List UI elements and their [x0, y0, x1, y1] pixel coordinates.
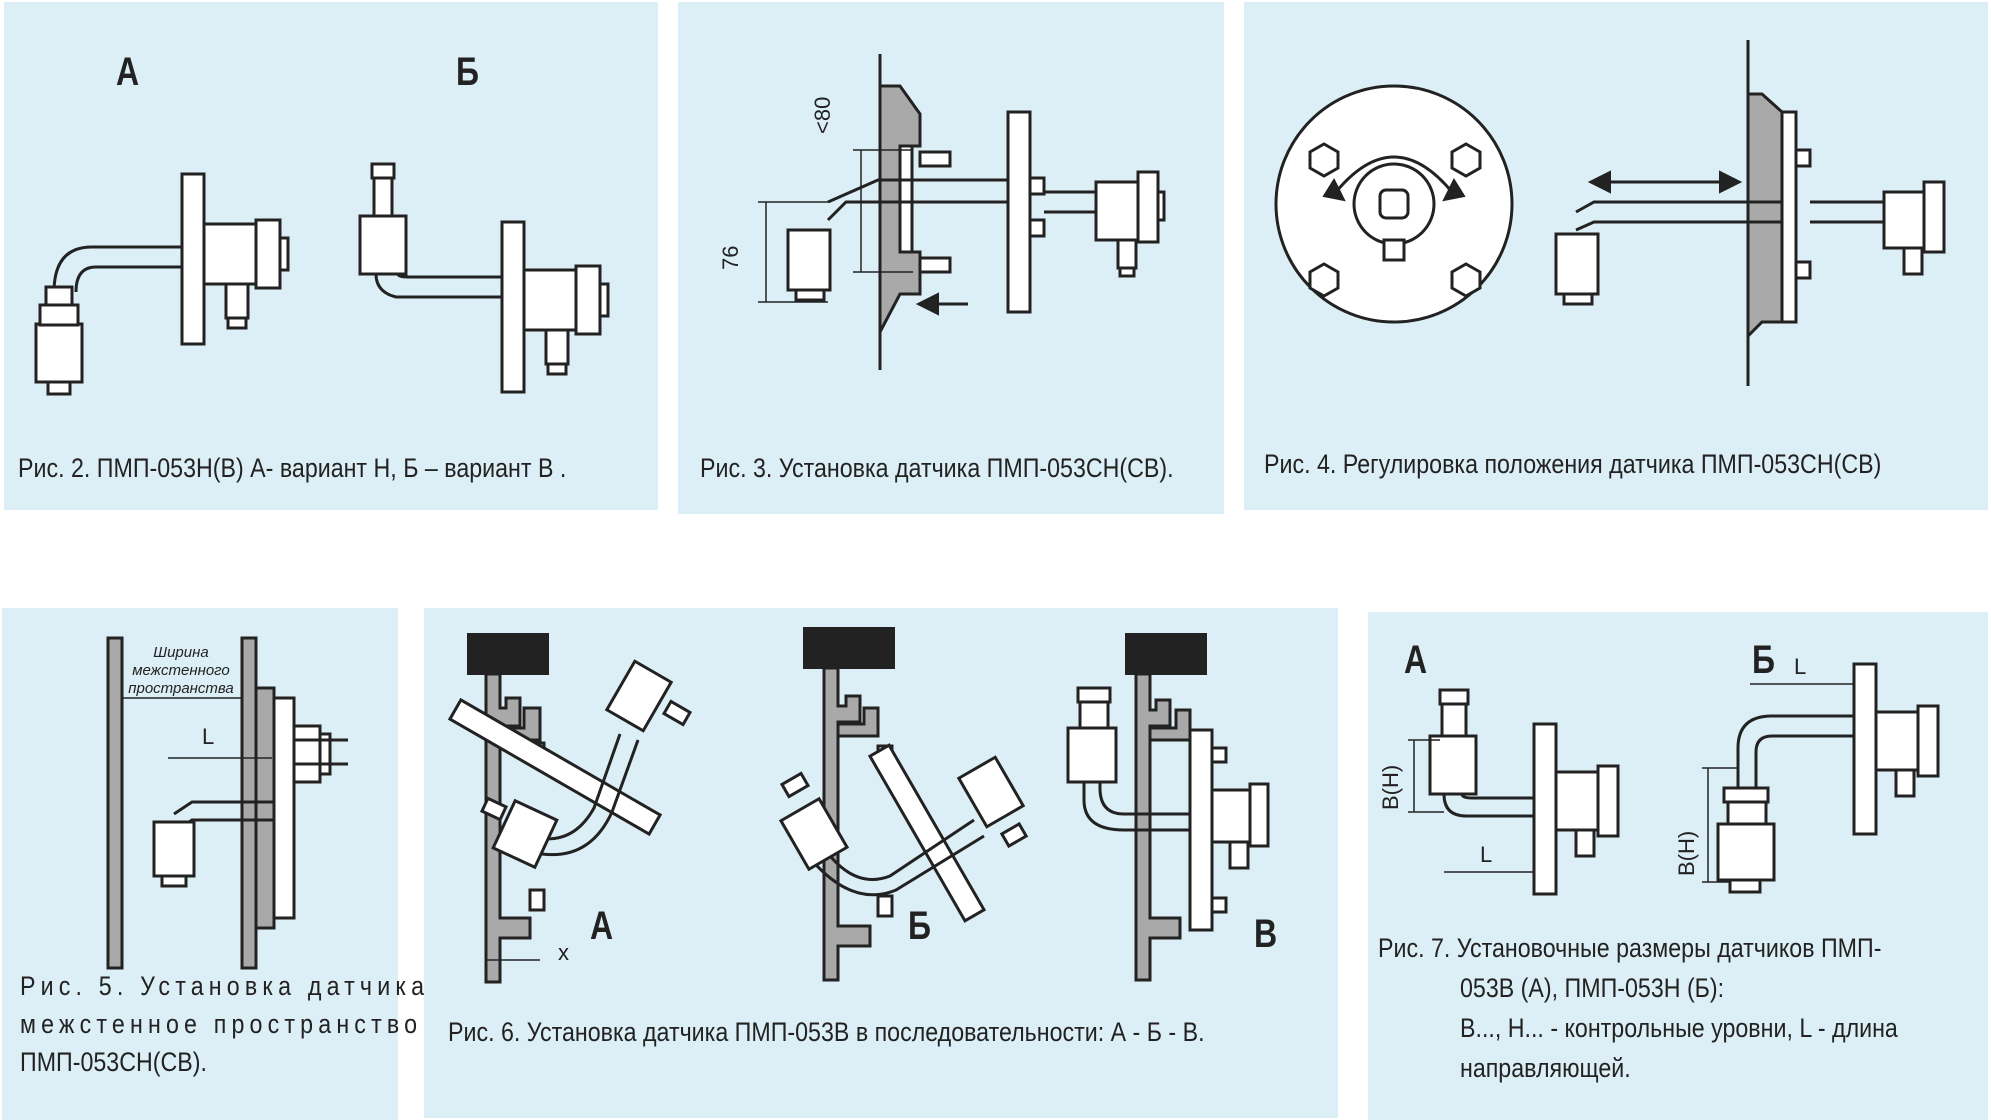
fig6-drawing	[447, 627, 1270, 984]
fig2-label-a: А	[116, 50, 140, 94]
fig7-bh-label-b: В(Н)	[1674, 830, 1699, 876]
figure-6-panel: А Б В x Рис. 6. Установка датчика ПМП-05…	[424, 608, 1338, 1118]
fig7-bh-label-a: В(Н)	[1378, 764, 1403, 810]
fig7-caption-line-2: 053В (А), ПМП-053Н (Б):	[1460, 973, 1725, 1003]
fig2-label-b: Б	[456, 50, 479, 94]
fig2-drawing	[34, 162, 610, 396]
figure-3-panel: <80 76 Рис. 3. Установка датчика ПМП-053…	[678, 2, 1224, 514]
fig5-drawing	[106, 636, 348, 970]
fig7-caption-line-4: направляющей.	[1460, 1053, 1631, 1083]
fig7-l-label-b: L	[1794, 654, 1807, 679]
fig7-caption-line-1: Рис. 7. Установочные размеры датчиков ПМ…	[1378, 933, 1882, 963]
sensor-variant-h	[34, 172, 290, 396]
fig4-drawing	[1274, 40, 1946, 386]
flange-bolts	[1308, 142, 1482, 298]
fig6-x-label: x	[558, 940, 569, 965]
fig3-drawing	[758, 54, 1166, 370]
figure-7-panel: А Б В(Н) В(Н) L L Рис. 7. Установочные р…	[1368, 612, 1988, 1120]
fig7-label-b: Б	[1752, 638, 1775, 682]
figure-2-panel: А Б	[4, 2, 658, 510]
fig4-caption: Рис. 4. Регулировка положения датчика ПМ…	[1264, 449, 1882, 479]
sensor-variant-v	[358, 162, 610, 394]
fig5-width-label: Ширина межстенного пространства	[128, 644, 234, 697]
fig5-caption-line-2: межстенное пространство	[20, 1009, 423, 1039]
fig6-caption: Рис. 6. Установка датчика ПМП-053В в пос…	[448, 1017, 1205, 1047]
fig5-caption-line-1: Рис. 5. Установка датчика в	[20, 971, 459, 1001]
fig7-l-label-a: L	[1480, 842, 1493, 867]
fig6-label-a: А	[590, 904, 614, 948]
figure-4-panel: Рис. 4. Регулировка положения датчика ПМ…	[1244, 2, 1988, 510]
fig5-caption-line-3: ПМП-053СН(СВ).	[20, 1047, 207, 1077]
fig7-drawing	[1408, 662, 1940, 896]
fig3-dim-80: <80	[810, 96, 835, 134]
figure-5-panel: Ширина межстенного пространства L Рис. 5…	[2, 608, 453, 1120]
fig6-label-b: Б	[908, 904, 931, 948]
fig3-dim-76: 76	[718, 245, 743, 270]
fig6-label-c: В	[1254, 912, 1278, 956]
fig2-caption: Рис. 2. ПМП-053Н(В) А- вариант Н, Б – ва…	[18, 453, 567, 483]
fig7-label-a: А	[1404, 638, 1428, 682]
fig5-l-label: L	[202, 724, 215, 749]
fig3-caption: Рис. 3. Установка датчика ПМП-053СН(СВ).	[700, 453, 1174, 483]
fig7-caption-line-3: В..., Н... - контрольные уровни, L - дли…	[1460, 1013, 1898, 1043]
